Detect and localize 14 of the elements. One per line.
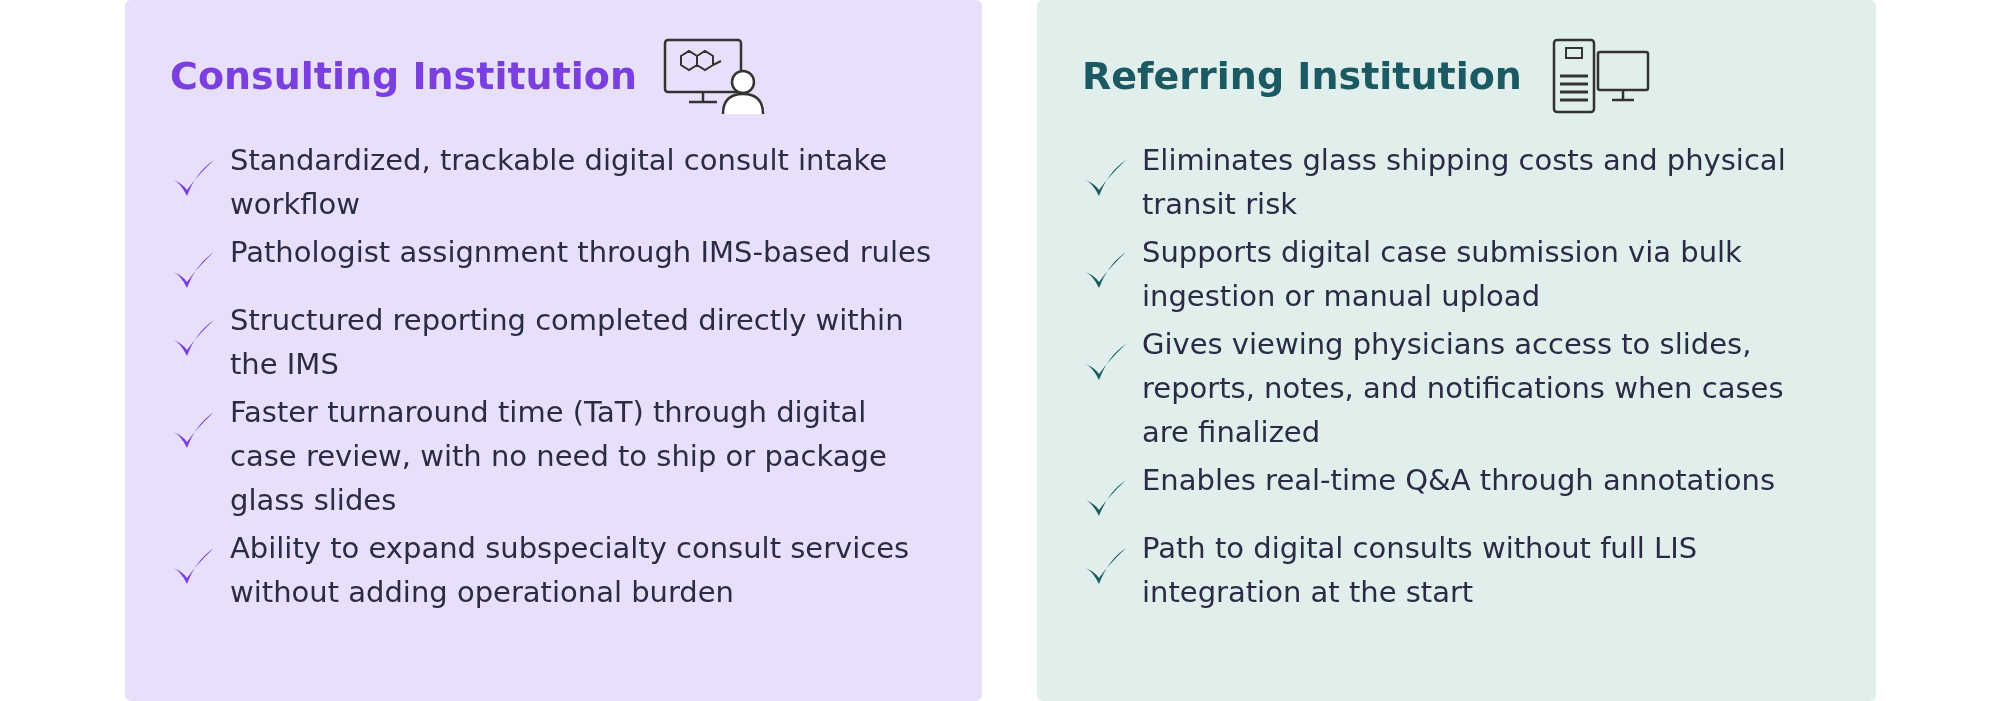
list-item-text: Supports digital case submission via bulk ingestion or manual upload bbox=[1142, 234, 1743, 315]
panel-card bbox=[125, 0, 982, 701]
list-item-text: Eliminates glass shipping costs and physical transit risk bbox=[1142, 142, 1787, 223]
list-item-text: Pathologist assignment through IMS-based rules bbox=[230, 234, 931, 271]
list-item-text: Enables real-time Q&A through annotations bbox=[1142, 462, 1775, 499]
list-item-text: Standardized, trackable digital consult intake workflow bbox=[230, 142, 889, 223]
panel-heading: Referring Institution bbox=[1082, 54, 1522, 98]
panel-card bbox=[1037, 0, 1876, 701]
list-item-text: Faster turnaround time (TaT) through digital case review, with no need to ship or package glass slides bbox=[230, 394, 888, 519]
panel-heading: Consulting Institution bbox=[170, 54, 637, 98]
list-item-text: Structured reporting completed directly within the IMS bbox=[230, 302, 905, 383]
list-item-text: Gives viewing physicians access to slides, reports, notes, and notifications when cases are finalized bbox=[1142, 326, 1785, 451]
list-item-text: Path to digital consults without full LIS integration at the start bbox=[1142, 530, 1699, 611]
list-item-text: Ability to expand subspecialty consult services without adding operational burden bbox=[230, 530, 911, 611]
